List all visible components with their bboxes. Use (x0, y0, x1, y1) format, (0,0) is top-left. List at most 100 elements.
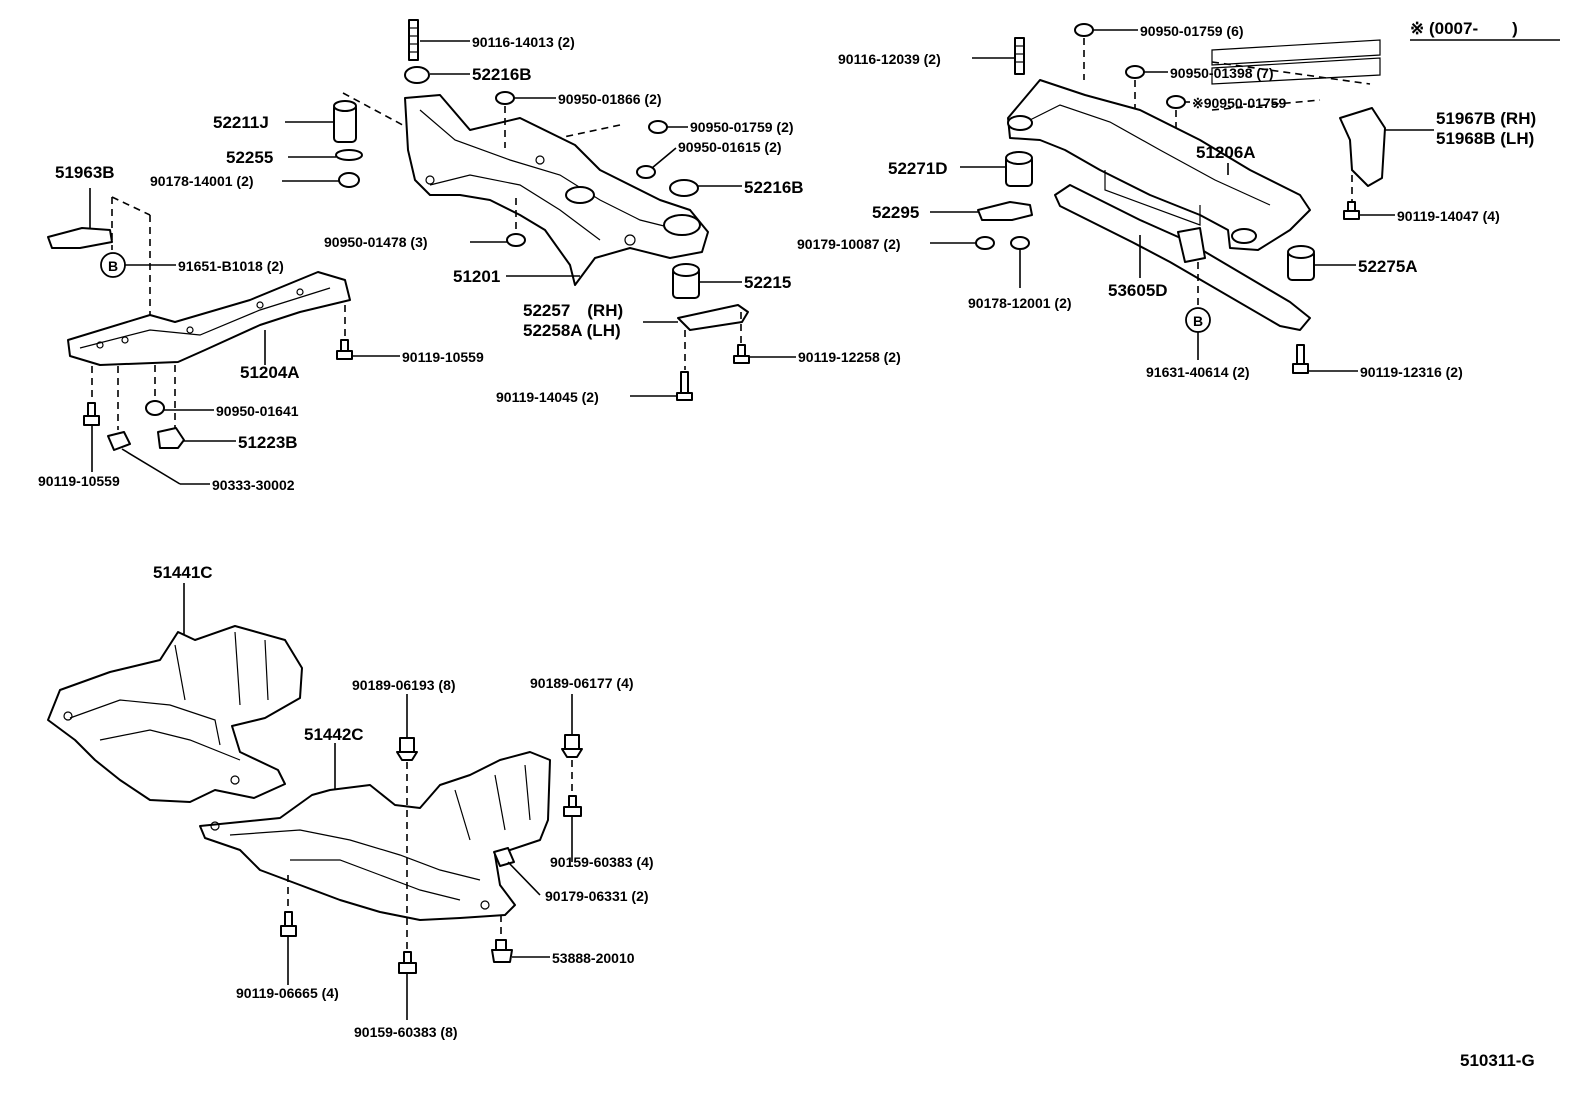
label-52255: 52255 (226, 148, 273, 167)
label-90950-01641: 90950-01641 (216, 403, 299, 419)
crossmember-51201 (404, 94, 709, 286)
bracket-51967B (1339, 107, 1386, 187)
reference-marker-b: B (1185, 307, 1211, 333)
label-90178-14001: 90178-14001 (2) (150, 173, 254, 189)
plug-icon (1166, 95, 1186, 109)
label-51206A: 51206A (1196, 143, 1256, 162)
label-52216B-top: 52216B (472, 65, 532, 84)
plug-icon (506, 233, 526, 247)
label-90950-01398: 90950-01398 (7) (1170, 65, 1274, 81)
stud-bolt-icon (408, 19, 419, 61)
brace-53605D (1054, 184, 1311, 331)
label-51201: 51201 (453, 267, 500, 286)
plug-icon (107, 431, 131, 451)
cushion-icon (669, 179, 699, 197)
label-91631-40614: 91631-40614 (2) (1146, 364, 1250, 380)
label-90159-60383-4: 90159-60383 (4) (550, 854, 654, 870)
label-90119-10559-right: 90119-10559 (402, 349, 484, 365)
plug-icon (1125, 65, 1145, 79)
label-51967B: 51967B (RH) (1436, 109, 1536, 128)
label-90119-06665: 90119-06665 (4) (236, 985, 339, 1001)
reference-marker-b: B (100, 252, 126, 278)
label-90179-10087: 90179-10087 (2) (797, 236, 901, 252)
rear-crossmember-group: B (930, 23, 1434, 374)
label-90950-01615: 90950-01615 (2) (678, 139, 782, 155)
bracket-icon (677, 304, 749, 331)
nut-icon (493, 847, 515, 867)
bolt-icon (676, 371, 693, 401)
label-53605D: 53605D (1108, 281, 1168, 300)
label-52258A: 52258A (LH) (523, 321, 621, 340)
stud-bolt-icon (1014, 37, 1025, 75)
label-90950-01759-6: 90950-01759 (6) (1140, 23, 1244, 39)
cushion-icon (404, 66, 430, 84)
front-crossmember-group (282, 19, 796, 401)
bushing-icon (1287, 245, 1315, 281)
svg-text:B: B (108, 258, 118, 274)
plug-icon (495, 91, 515, 105)
svg-text:B: B (1193, 313, 1203, 329)
pad-icon (157, 427, 185, 449)
title-note: ※ (0007- ) (1410, 19, 1518, 38)
plate-icon (977, 201, 1033, 221)
label-51442C: 51442C (304, 725, 364, 744)
label-90950-01759-2: 90950-01759 (2) (690, 119, 794, 135)
nut-icon (975, 236, 995, 250)
label-90950-01866: 90950-01866 (2) (558, 91, 662, 107)
bolt-icon (336, 339, 353, 360)
retainer-icon (491, 939, 513, 963)
label-90179-06331: 90179-06331 (2) (545, 888, 649, 904)
label-51968B: 51968B (LH) (1436, 129, 1534, 148)
label-52216B-right: 52216B (744, 178, 804, 197)
clip-icon (561, 734, 583, 758)
label-90116-14013: 90116-14013 (2) (472, 34, 575, 50)
bracket-51963B (47, 227, 113, 249)
clip-icon (396, 737, 418, 761)
label-90189-06177: 90189-06177 (4) (530, 675, 634, 691)
under-cover-group (47, 583, 583, 1020)
label-53888-20010: 53888-20010 (552, 950, 635, 966)
bushing-icon (1005, 151, 1033, 187)
label-90333-30002: 90333-30002 (212, 477, 295, 493)
label-51204A: 51204A (240, 363, 300, 382)
crossmember-51206A (1007, 79, 1311, 251)
nut-icon (338, 172, 360, 188)
plug-icon (636, 165, 656, 179)
label-90159-60383-8: 90159-60383 (8) (354, 1024, 458, 1040)
label-51441C: 51441C (153, 563, 213, 582)
label-52275A: 52275A (1358, 257, 1418, 276)
diagram-code: 510311-G (1460, 1051, 1535, 1070)
plug-icon (145, 400, 165, 416)
bolt-icon (1292, 344, 1309, 374)
washer-icon (335, 149, 363, 161)
plug-icon (1074, 23, 1094, 37)
bushing-icon (672, 263, 700, 299)
label-90119-12258: 90119-12258 (2) (798, 349, 901, 365)
screw-icon (563, 795, 582, 817)
bolt-icon (83, 402, 100, 426)
label-91651-B1018: 91651-B1018 (2) (178, 258, 284, 274)
bolt-icon (733, 344, 750, 364)
plug-icon (648, 120, 668, 134)
sub-frame-51204A (67, 271, 351, 366)
label-52257: 52257 (RH) (523, 301, 623, 320)
label-90119-14045: 90119-14045 (2) (496, 389, 599, 405)
label-90950-01759-star: ※90950-01759 (1192, 95, 1286, 111)
bolt-icon (1343, 201, 1360, 220)
label-52211J: 52211J (213, 113, 269, 132)
label-51223B: 51223B (238, 433, 298, 452)
label-52295: 52295 (872, 203, 919, 222)
label-90119-10559-left: 90119-10559 (38, 473, 120, 489)
label-90116-12039: 90116-12039 (2) (838, 51, 941, 67)
label-52271D: 52271D (888, 159, 948, 178)
sub-frame-group: B (47, 188, 400, 485)
label-90189-06193: 90189-06193 (8) (352, 677, 456, 693)
label-90119-12316: 90119-12316 (2) (1360, 364, 1463, 380)
label-90950-01478: 90950-01478 (3) (324, 234, 428, 250)
screw-icon (398, 951, 417, 974)
label-90119-14047: 90119-14047 (4) (1397, 208, 1500, 224)
nut-icon (1010, 236, 1030, 250)
label-51963B: 51963B (55, 163, 115, 182)
mount-bushing-icon (333, 100, 357, 143)
label-52215: 52215 (744, 273, 791, 292)
